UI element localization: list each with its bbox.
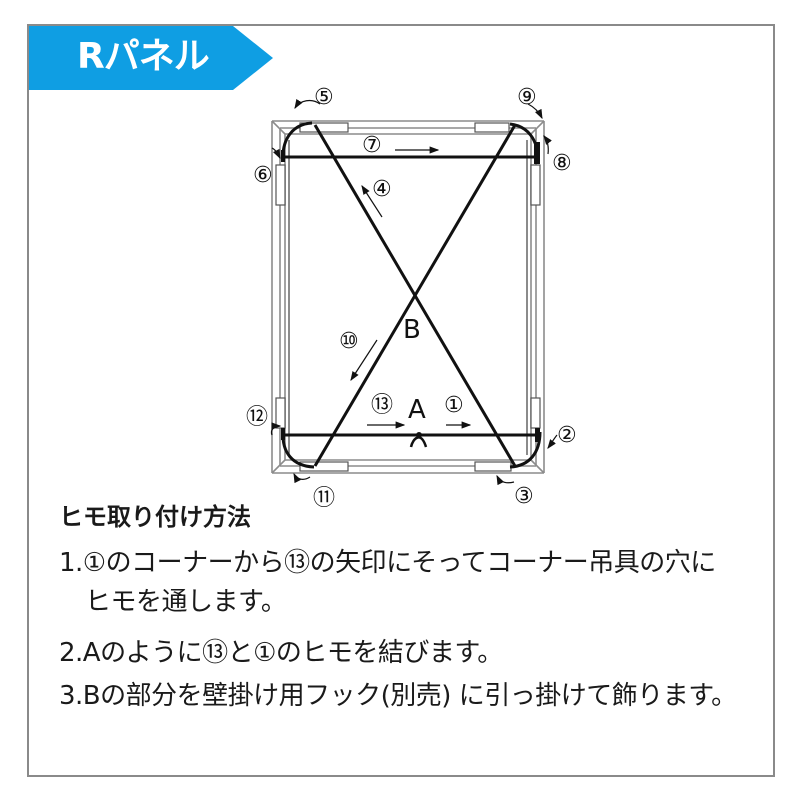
instruction-step-2: 2.Aのように⑬と①のヒモを結びます。 — [59, 638, 503, 668]
frame-diagram: ⑤ ⑦ ⑨ ⑥ ⑧ ④ ⑩ ⑬ ① ⑫ ② ⑪ ③ A B — [246, 85, 577, 511]
title-banner: Rパネル — [29, 26, 273, 90]
frame-connectors — [275, 122, 541, 472]
corner-hangers — [281, 142, 540, 442]
label-10: ⑩ — [339, 329, 359, 354]
label-13: ⑬ — [371, 393, 393, 418]
label-3: ③ — [514, 484, 534, 509]
step-labels: ⑤ ⑦ ⑨ ⑥ ⑧ ④ ⑩ ⑬ ① ⑫ ② ⑪ ③ — [246, 85, 577, 511]
hang-point-label: B — [403, 315, 421, 345]
label-9: ⑨ — [517, 85, 537, 110]
label-4: ④ — [372, 177, 392, 202]
label-2: ② — [557, 423, 577, 448]
label-5: ⑤ — [314, 85, 334, 110]
hanging-string — [281, 121, 542, 469]
banner-arrow-shape — [29, 26, 273, 90]
instruction-step-1: 1.①のコーナーから⑬の矢印にそってコーナー吊具の穴に — [59, 548, 716, 578]
label-6: ⑥ — [253, 163, 273, 188]
label-12: ⑫ — [246, 405, 268, 430]
banner-title: Rパネル — [77, 36, 210, 77]
label-1: ① — [444, 393, 464, 418]
label-11: ⑪ — [313, 486, 335, 511]
corner-arrows — [270, 98, 558, 486]
instruction-step-1-continued: ヒモを通します。 — [85, 587, 287, 617]
instruction-step-3: 3.Bの部分を壁掛け用フック(別売) に引っ掛けて飾ります。 — [59, 681, 737, 711]
label-8: ⑧ — [552, 151, 572, 176]
knot-point-label: A — [408, 395, 426, 425]
label-7: ⑦ — [362, 133, 382, 158]
direction-arrows — [350, 146, 472, 429]
knot-mark — [409, 436, 428, 448]
instructions-heading: ヒモ取り付け方法 — [59, 503, 251, 531]
